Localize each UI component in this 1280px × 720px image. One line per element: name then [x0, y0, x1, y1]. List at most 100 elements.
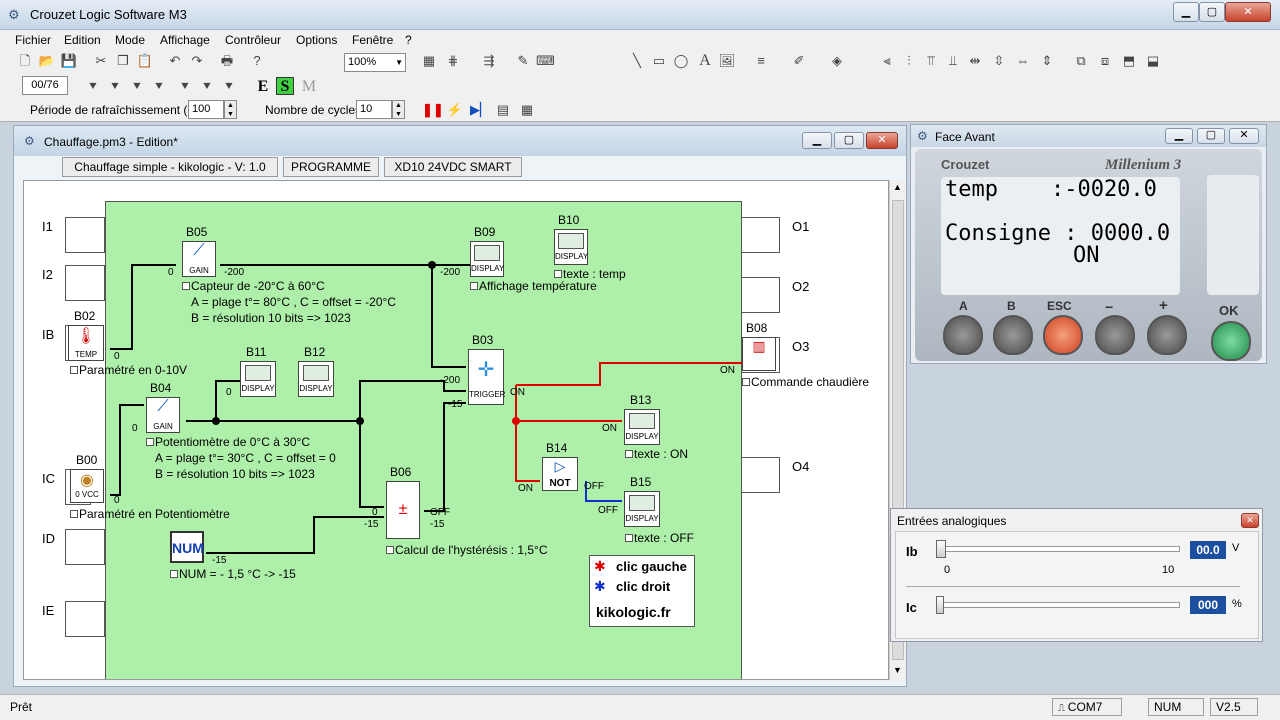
analog-close-button[interactable]: ✕: [1241, 513, 1259, 528]
doc-close-button[interactable]: ✕: [866, 132, 898, 149]
scroll-up-icon[interactable]: ▲: [893, 182, 902, 192]
front-panel-maximize[interactable]: ▢: [1197, 128, 1225, 144]
block-b06-adder[interactable]: ±: [386, 481, 420, 539]
block-b05-gain[interactable]: ⟋GAIN: [182, 241, 216, 277]
note-checkbox[interactable]: [182, 282, 190, 290]
new-file-icon[interactable]: 🗋: [19, 53, 31, 68]
keyboard-icon[interactable]: ⌨: [536, 53, 555, 68]
block-b15-display[interactable]: DISPLAY: [624, 491, 660, 527]
scroll-down-icon[interactable]: ▼: [893, 665, 902, 675]
zoom-select[interactable]: 100%▼: [344, 53, 406, 72]
input-slot-i1[interactable]: [65, 217, 105, 253]
window-icon[interactable]: ▤: [496, 102, 510, 117]
menu-controleur[interactable]: Contrôleur: [225, 33, 282, 47]
doc-minimize-button[interactable]: ▁: [802, 132, 832, 149]
block-b11-display[interactable]: DISPLAY: [240, 361, 276, 397]
device-button-ok[interactable]: [1211, 321, 1251, 361]
ib-value[interactable]: 00.0: [1190, 541, 1226, 559]
device-button-minus[interactable]: [1095, 315, 1135, 355]
distribute-v-icon[interactable]: ⇳: [993, 53, 1005, 68]
device-button-plus[interactable]: [1147, 315, 1187, 355]
open-folder-icon[interactable]: 📂: [38, 53, 56, 68]
copy-icon[interactable]: ❐: [117, 53, 129, 68]
block-b14-not[interactable]: ▷NOT: [542, 457, 578, 491]
device-button-esc[interactable]: [1043, 315, 1083, 355]
line-tool-icon[interactable]: ╲: [633, 53, 641, 68]
diagram-canvas[interactable]: I1 I2 IB IC ID IE O1 O2 O3 O4: [23, 180, 889, 680]
line-style-icon[interactable]: ≡: [757, 53, 765, 68]
menu-affichage[interactable]: Affichage: [160, 33, 210, 47]
fill-color-icon[interactable]: ◈: [832, 53, 842, 68]
align-top-icon[interactable]: ⫪: [927, 53, 935, 68]
block-b13-display[interactable]: DISPLAY: [624, 409, 660, 445]
note-checkbox[interactable]: [70, 366, 78, 374]
ic-slider-thumb[interactable]: [936, 596, 944, 614]
lightning-icon[interactable]: ⚡: [446, 102, 464, 117]
ungroup-icon[interactable]: ⧈: [1100, 53, 1110, 68]
note-checkbox[interactable]: [625, 534, 633, 542]
note-checkbox[interactable]: [170, 570, 178, 578]
distribute-icon[interactable]: ⇹: [969, 53, 981, 68]
align-icon[interactable]: ⇶: [483, 53, 495, 68]
device-button-a[interactable]: [943, 315, 983, 355]
output-slot-o1[interactable]: [740, 217, 780, 253]
tab-controller[interactable]: XD10 24VDC SMART: [384, 157, 522, 177]
front-icon[interactable]: ⬒: [1122, 53, 1136, 68]
plc-write-icon[interactable]: ⯆: [109, 79, 121, 94]
note-checkbox[interactable]: [742, 378, 750, 386]
settings-icon[interactable]: ▦: [520, 102, 534, 117]
cycles-input[interactable]: 10: [356, 100, 392, 119]
ic-slider-track[interactable]: [936, 602, 1180, 608]
note-checkbox[interactable]: [386, 546, 394, 554]
plc-stop-icon[interactable]: ⯆: [179, 79, 191, 94]
menu-edition[interactable]: Edition: [64, 33, 101, 47]
block-b12-display[interactable]: DISPLAY: [298, 361, 334, 397]
input-slot-ie[interactable]: [65, 601, 105, 637]
print-icon[interactable]: 🖶: [220, 53, 234, 68]
space-h-icon[interactable]: ⇔: [1016, 53, 1030, 68]
menu-mode[interactable]: Mode: [115, 33, 146, 47]
input-slot-i2[interactable]: [65, 265, 105, 301]
grid-dots-icon[interactable]: ⋕: [447, 53, 459, 68]
space-v-icon[interactable]: ⇕: [1041, 53, 1053, 68]
align-left-icon[interactable]: ⫷: [883, 53, 891, 68]
menu-help[interactable]: ?: [405, 33, 412, 47]
edit-mode-button[interactable]: E: [257, 78, 269, 95]
pen-color-icon[interactable]: ✐: [793, 53, 805, 68]
note-checkbox[interactable]: [554, 270, 562, 278]
tab-programme[interactable]: PROGRAMME: [283, 157, 379, 177]
note-checkbox[interactable]: [625, 450, 633, 458]
redo-icon[interactable]: ↷: [191, 53, 203, 68]
refresh-spinner[interactable]: ▲▼: [224, 100, 237, 119]
help-icon[interactable]: ?: [253, 53, 261, 68]
group-icon[interactable]: ⧉: [1076, 53, 1086, 68]
maximize-button[interactable]: ▢: [1199, 2, 1225, 22]
plc-run-icon[interactable]: ⯆: [153, 79, 165, 94]
refresh-input[interactable]: 100: [188, 100, 224, 119]
block-b03-trigger[interactable]: ✛TRIGGER: [468, 349, 505, 405]
back-icon[interactable]: ⬓: [1146, 53, 1160, 68]
save-icon[interactable]: 💾: [60, 53, 78, 68]
ic-value[interactable]: 000: [1190, 596, 1226, 614]
plc-clock-icon[interactable]: ⯆: [223, 79, 235, 94]
ib-slider-track[interactable]: [936, 546, 1180, 552]
front-panel-close[interactable]: ✕: [1229, 128, 1259, 144]
menu-fichier[interactable]: Fichier: [15, 33, 52, 47]
align-bottom-icon[interactable]: ⫫: [949, 53, 957, 68]
menu-options[interactable]: Options: [296, 33, 338, 47]
image-tool-icon[interactable]: 🖼: [718, 53, 736, 68]
grid-icon[interactable]: ▦: [422, 53, 436, 68]
device-button-b[interactable]: [993, 315, 1033, 355]
cut-icon[interactable]: ✂: [95, 53, 107, 68]
tool-icon[interactable]: ✎: [517, 53, 529, 68]
undo-icon[interactable]: ↶: [169, 53, 181, 68]
monitoring-mode-button[interactable]: M: [301, 78, 317, 95]
pause-icon[interactable]: ❚❚: [422, 102, 444, 117]
ellipse-tool-icon[interactable]: ◯: [673, 53, 689, 68]
align-center-icon[interactable]: ⫶: [907, 53, 911, 68]
block-b08-output[interactable]: ▥: [742, 337, 776, 371]
tab-program-name[interactable]: Chauffage simple - kikologic - V: 1.0: [62, 157, 278, 177]
ib-slider-thumb[interactable]: [936, 540, 946, 558]
text-tool-icon[interactable]: A: [699, 52, 711, 69]
plc-monitor-icon[interactable]: ⯆: [201, 79, 213, 94]
